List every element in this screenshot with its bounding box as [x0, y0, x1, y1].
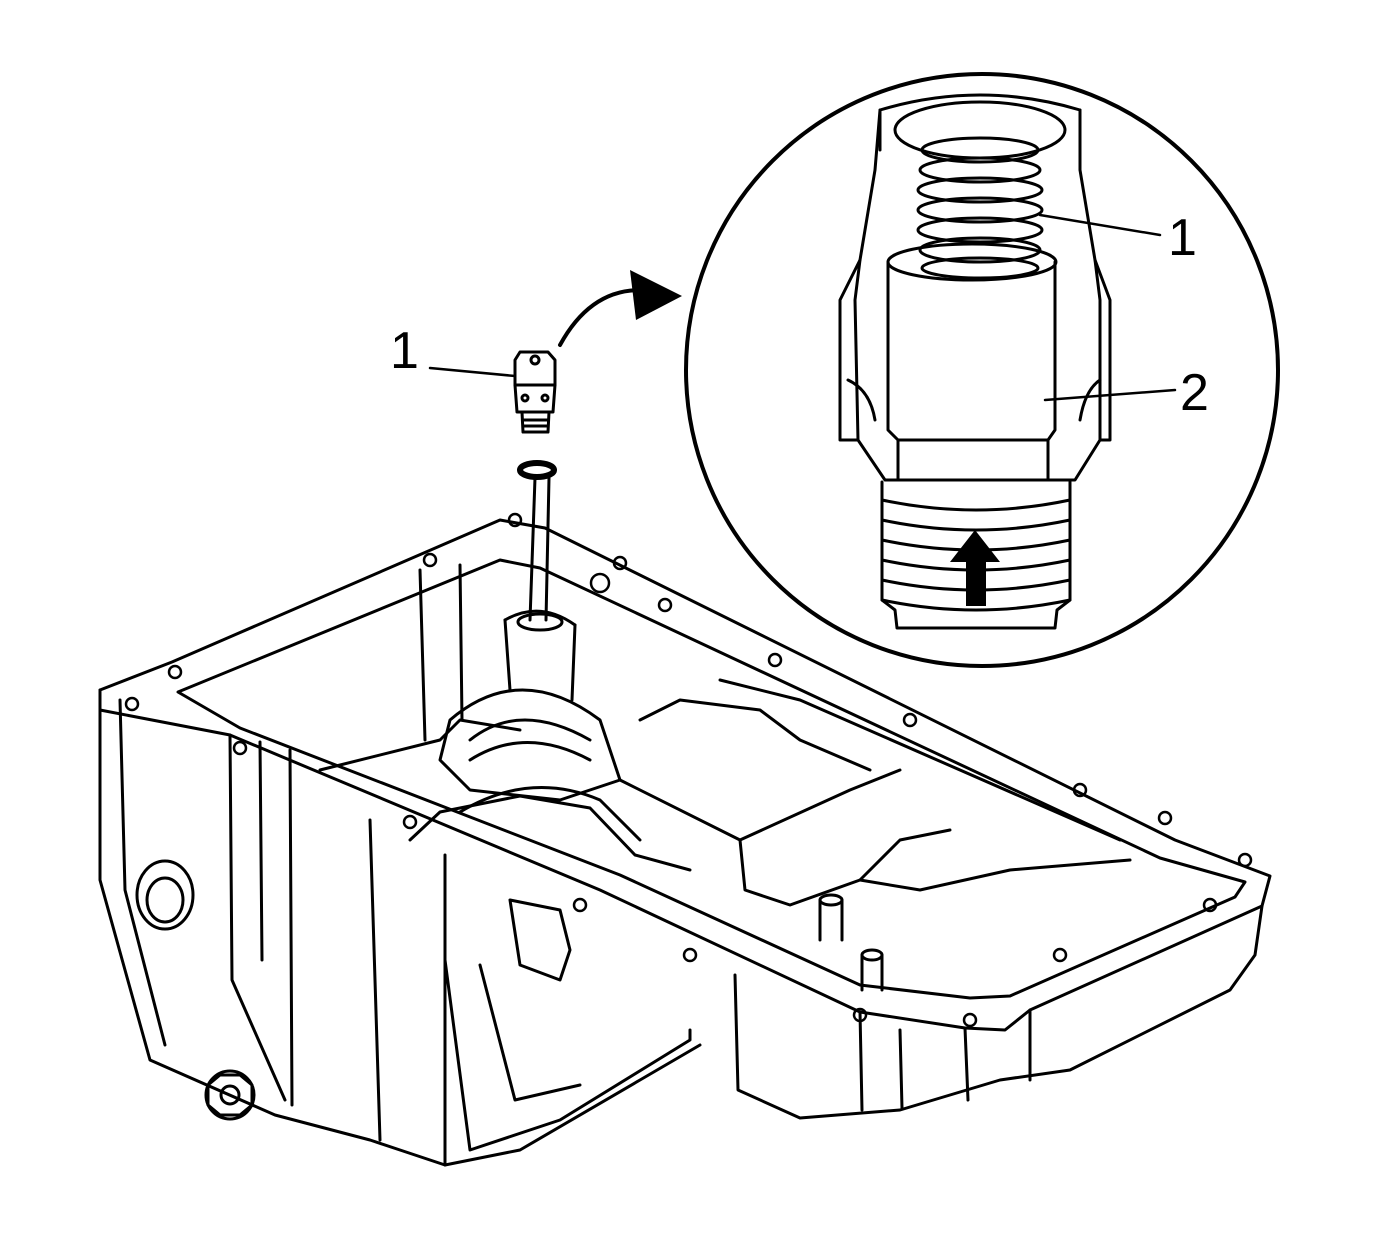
up-arrow-icon: [950, 530, 1000, 606]
callout-leader-detail-2: [1043, 388, 1177, 402]
pickup-boss: [438, 688, 622, 802]
detail-valve-body: [838, 93, 1112, 482]
side-boss: [135, 859, 195, 931]
detail-piston: [886, 242, 1058, 482]
oil-pan: [98, 476, 1272, 1167]
detail-circle: [684, 72, 1280, 668]
oil-pan-sump: [443, 958, 692, 1152]
curved-arrow-icon: [558, 270, 682, 347]
oil-pan-baffle: [408, 794, 692, 872]
drain-plug: [204, 1069, 256, 1121]
oil-level-tube: [528, 476, 551, 622]
oil-pan-front-wall: [368, 818, 447, 1167]
relief-valve-part: [513, 350, 557, 434]
callout-main-1: 1: [390, 322, 419, 380]
detail-view: [684, 72, 1280, 668]
detail-spring: [916, 136, 1044, 280]
callout-leader-detail-1: [1038, 213, 1162, 237]
callout-detail-1: 1: [1168, 209, 1197, 267]
flange-bolt-holes: [124, 512, 1253, 1028]
oil-pan-right-wall: [733, 904, 1264, 1120]
callout-detail-2: 2: [1180, 364, 1209, 422]
callout-leader-main-1: [428, 366, 517, 378]
oil-pan-left-wall: [98, 688, 447, 1167]
relief-valve-seal: [517, 460, 557, 480]
